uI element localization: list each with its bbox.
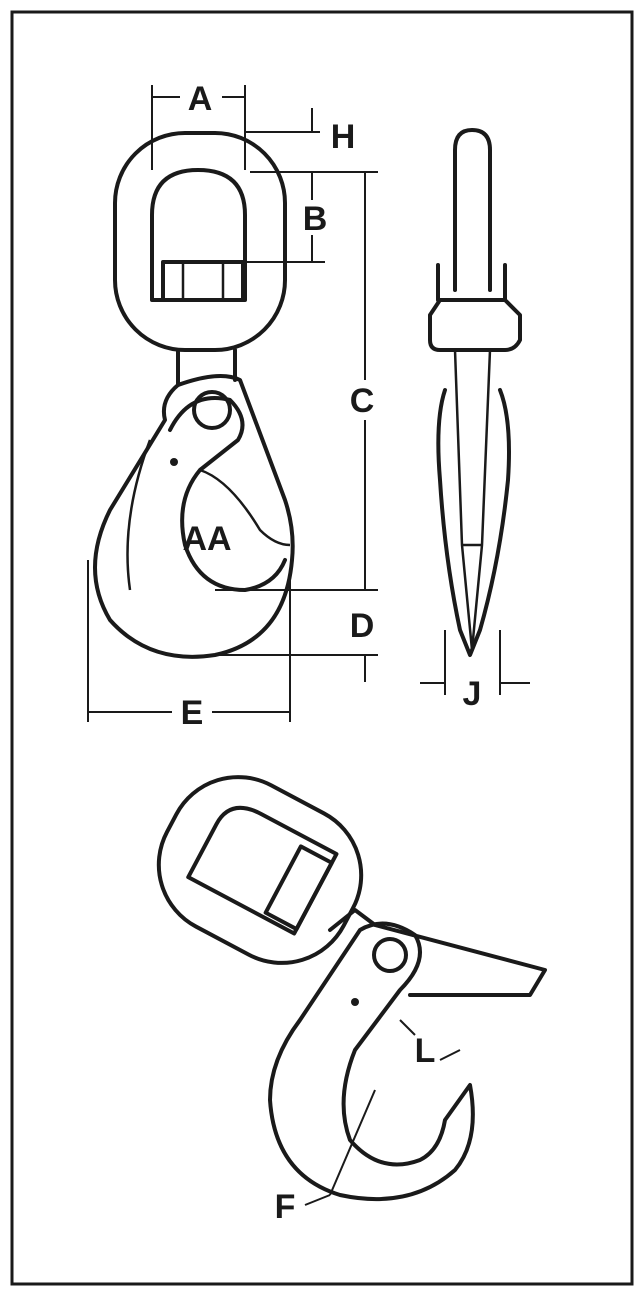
open-latch (328, 908, 547, 997)
label-d: D (350, 607, 375, 645)
label-f: F (275, 1188, 296, 1226)
open-latch-pin (372, 937, 408, 973)
side-body (436, 388, 511, 657)
label-a: A (188, 80, 213, 118)
label-l: L (415, 1032, 436, 1070)
label-aa: AA (182, 520, 231, 558)
side-eye (453, 128, 492, 292)
nut (161, 260, 245, 302)
latch-pin (192, 390, 232, 430)
swivel-eye (113, 131, 287, 352)
dimension-lines (87, 85, 378, 722)
label-h: H (331, 118, 356, 156)
label-b: B (303, 200, 328, 238)
eye-opening (150, 168, 247, 302)
hook-body (93, 374, 295, 659)
label-c: C (350, 382, 375, 420)
side-view (420, 128, 530, 695)
side-collar (428, 298, 522, 352)
open-latch-view (156, 775, 547, 1206)
label-j: J (463, 675, 482, 713)
neck (176, 348, 237, 387)
label-e: E (181, 694, 204, 732)
open-hook-body (268, 921, 475, 1202)
